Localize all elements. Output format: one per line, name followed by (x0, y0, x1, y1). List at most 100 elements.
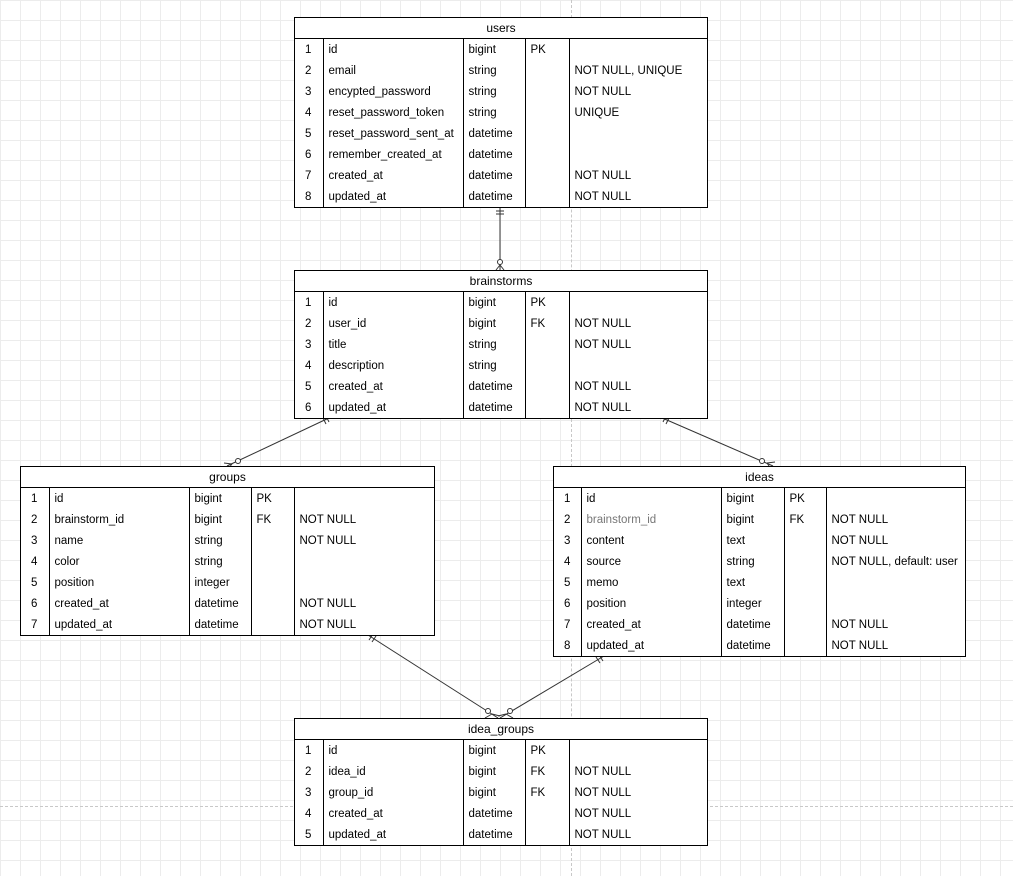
column-type: datetime (462, 123, 525, 144)
column-name: id (580, 488, 721, 509)
column-constraint (825, 488, 965, 509)
column-constraint (568, 39, 707, 60)
one-mark (322, 417, 327, 425)
column-constraint: NOT NULL (568, 313, 707, 334)
column-key (250, 593, 294, 614)
one-mark (665, 417, 670, 425)
entity-title: idea_groups (295, 719, 707, 740)
crow-foot (484, 713, 493, 719)
column-number: 4 (305, 106, 312, 119)
column-number: 2 (305, 765, 312, 778)
column-key (524, 60, 569, 81)
column-number: 8 (305, 190, 312, 203)
column-type: string (188, 530, 251, 551)
column-type: bigint (462, 292, 525, 313)
one-mark (371, 635, 377, 643)
column-number: 5 (564, 576, 571, 589)
column-number: 2 (564, 513, 571, 526)
column-name: brainstorm_id (48, 509, 189, 530)
column-name: title (322, 334, 463, 355)
relation-groups-idea-groups[interactable] (367, 633, 501, 719)
column-name: content (580, 530, 721, 551)
column-number: 3 (305, 338, 312, 351)
column-number: 6 (564, 597, 571, 610)
column-key (524, 376, 569, 397)
column-type: bigint (462, 761, 525, 782)
relation-ideas-idea-groups[interactable] (497, 654, 605, 719)
relation-brainstorms-ideas[interactable] (659, 415, 776, 470)
column-number: 7 (305, 169, 312, 182)
column-type: datetime (462, 803, 525, 824)
column-key: PK (250, 488, 294, 509)
zero-mark (235, 458, 241, 464)
column-constraint: NOT NULL (568, 782, 707, 803)
crow-foot (223, 462, 233, 465)
column-number: 3 (564, 534, 571, 547)
column-constraint (293, 551, 434, 572)
relation-brainstorms-groups[interactable] (223, 415, 332, 470)
column-number: 2 (305, 64, 312, 77)
column-number: 3 (305, 85, 312, 98)
column-constraint: NOT NULL (568, 334, 707, 355)
column-name: encypted_password (322, 81, 463, 102)
column-key (524, 165, 569, 186)
relation-users-brainstorms[interactable] (495, 207, 505, 271)
column-type: datetime (462, 376, 525, 397)
column-constraint: NOT NULL (568, 186, 707, 207)
column-type: string (462, 334, 525, 355)
column-number: 5 (305, 828, 312, 841)
column-constraint: NOT NULL (568, 761, 707, 782)
column-name: updated_at (322, 186, 463, 207)
column-key (250, 530, 294, 551)
column-name: email (322, 60, 463, 81)
vertical-page-guide (571, 0, 572, 876)
column-constraint (825, 593, 965, 614)
column-constraint (568, 355, 707, 376)
column-type: datetime (462, 824, 525, 845)
zero-mark (497, 259, 503, 265)
column-constraint: NOT NULL (293, 530, 434, 551)
column-key: FK (524, 761, 569, 782)
